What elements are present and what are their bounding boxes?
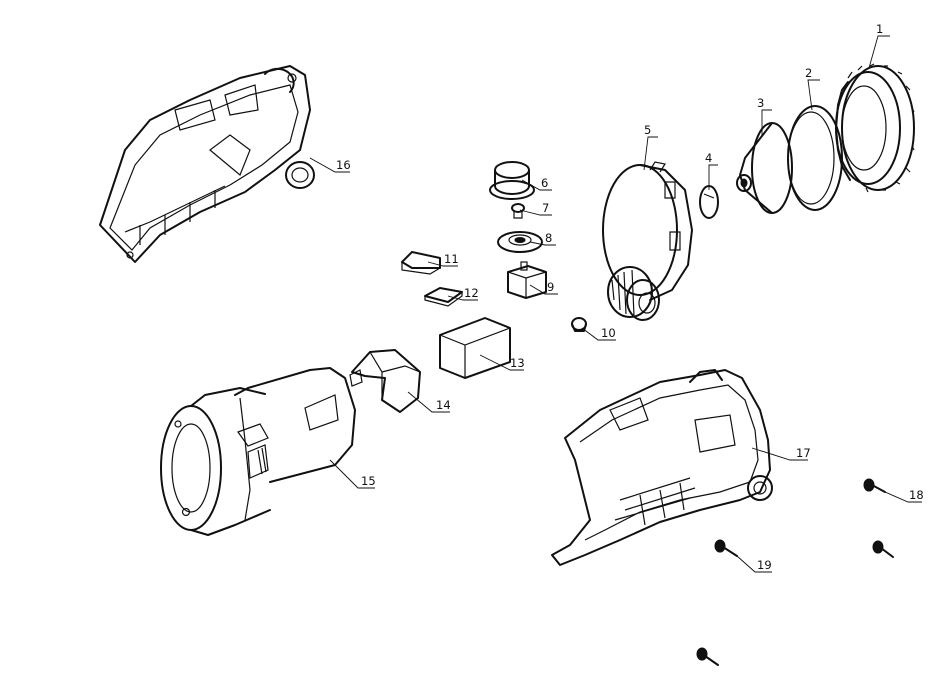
callout-15: 15 xyxy=(329,459,376,489)
callout-5: 5 xyxy=(643,123,658,171)
callout-14: 14 xyxy=(407,391,451,413)
callout-2: 2 xyxy=(805,66,820,111)
callout-11: 11 xyxy=(427,252,459,267)
reflector-part xyxy=(736,122,793,214)
contact-clip-part xyxy=(401,251,441,275)
callout-number: 7 xyxy=(542,201,549,215)
switch-part xyxy=(507,261,547,299)
callout-8: 8 xyxy=(529,231,556,246)
callout-13: 13 xyxy=(479,354,525,371)
callout-9: 9 xyxy=(529,280,558,295)
callout-10: 10 xyxy=(581,326,616,341)
callout-number: 14 xyxy=(436,398,451,412)
lens-disc-part xyxy=(699,185,719,219)
callout-number: 1 xyxy=(876,22,883,36)
callout-number: 11 xyxy=(444,252,459,266)
housing-right-half-part xyxy=(551,369,773,566)
battery-terminal-part xyxy=(349,349,421,413)
callout-number: 4 xyxy=(705,151,712,165)
circuit-box-part xyxy=(439,317,511,379)
callout-6: 6 xyxy=(521,176,552,191)
callout-4: 4 xyxy=(705,151,718,190)
callout-number: 12 xyxy=(464,286,479,300)
callout-19: 19 xyxy=(736,555,772,573)
callout-number: 2 xyxy=(805,66,812,80)
callout-7: 7 xyxy=(519,201,552,216)
front-bezel-ring-part xyxy=(835,63,915,193)
callout-1: 1 xyxy=(868,22,890,69)
callout-number: 6 xyxy=(541,176,548,190)
screw-part xyxy=(696,647,719,666)
battery-pack-part xyxy=(160,367,356,536)
callout-3: 3 xyxy=(757,96,772,135)
screw-part xyxy=(714,539,738,557)
o-ring-seal-part xyxy=(787,105,843,211)
callout-number: 5 xyxy=(644,123,651,137)
callout-18: 18 xyxy=(884,488,924,503)
housing-left-half-part xyxy=(99,65,315,263)
small-screw-part xyxy=(511,203,525,219)
callout-17: 17 xyxy=(751,446,811,461)
small-plate-part xyxy=(424,287,463,307)
button-cap-part xyxy=(489,161,535,200)
callout-number: 10 xyxy=(601,326,616,340)
switch-seal-part xyxy=(497,231,543,253)
callout-number: 8 xyxy=(545,231,552,245)
callout-number: 15 xyxy=(361,474,376,488)
callout-number: 17 xyxy=(796,446,811,460)
callout-number: 16 xyxy=(336,158,351,172)
callout-number: 3 xyxy=(757,96,764,110)
callout-12: 12 xyxy=(447,286,479,301)
callout-number: 18 xyxy=(909,488,924,502)
callout-number: 9 xyxy=(547,280,554,294)
head-housing-part xyxy=(602,161,693,321)
callout-16: 16 xyxy=(309,157,351,173)
screw-part xyxy=(863,478,886,493)
grub-screw-part xyxy=(571,317,587,332)
screw-part xyxy=(872,540,894,558)
callout-number: 19 xyxy=(757,558,772,572)
callout-number: 13 xyxy=(510,356,525,370)
